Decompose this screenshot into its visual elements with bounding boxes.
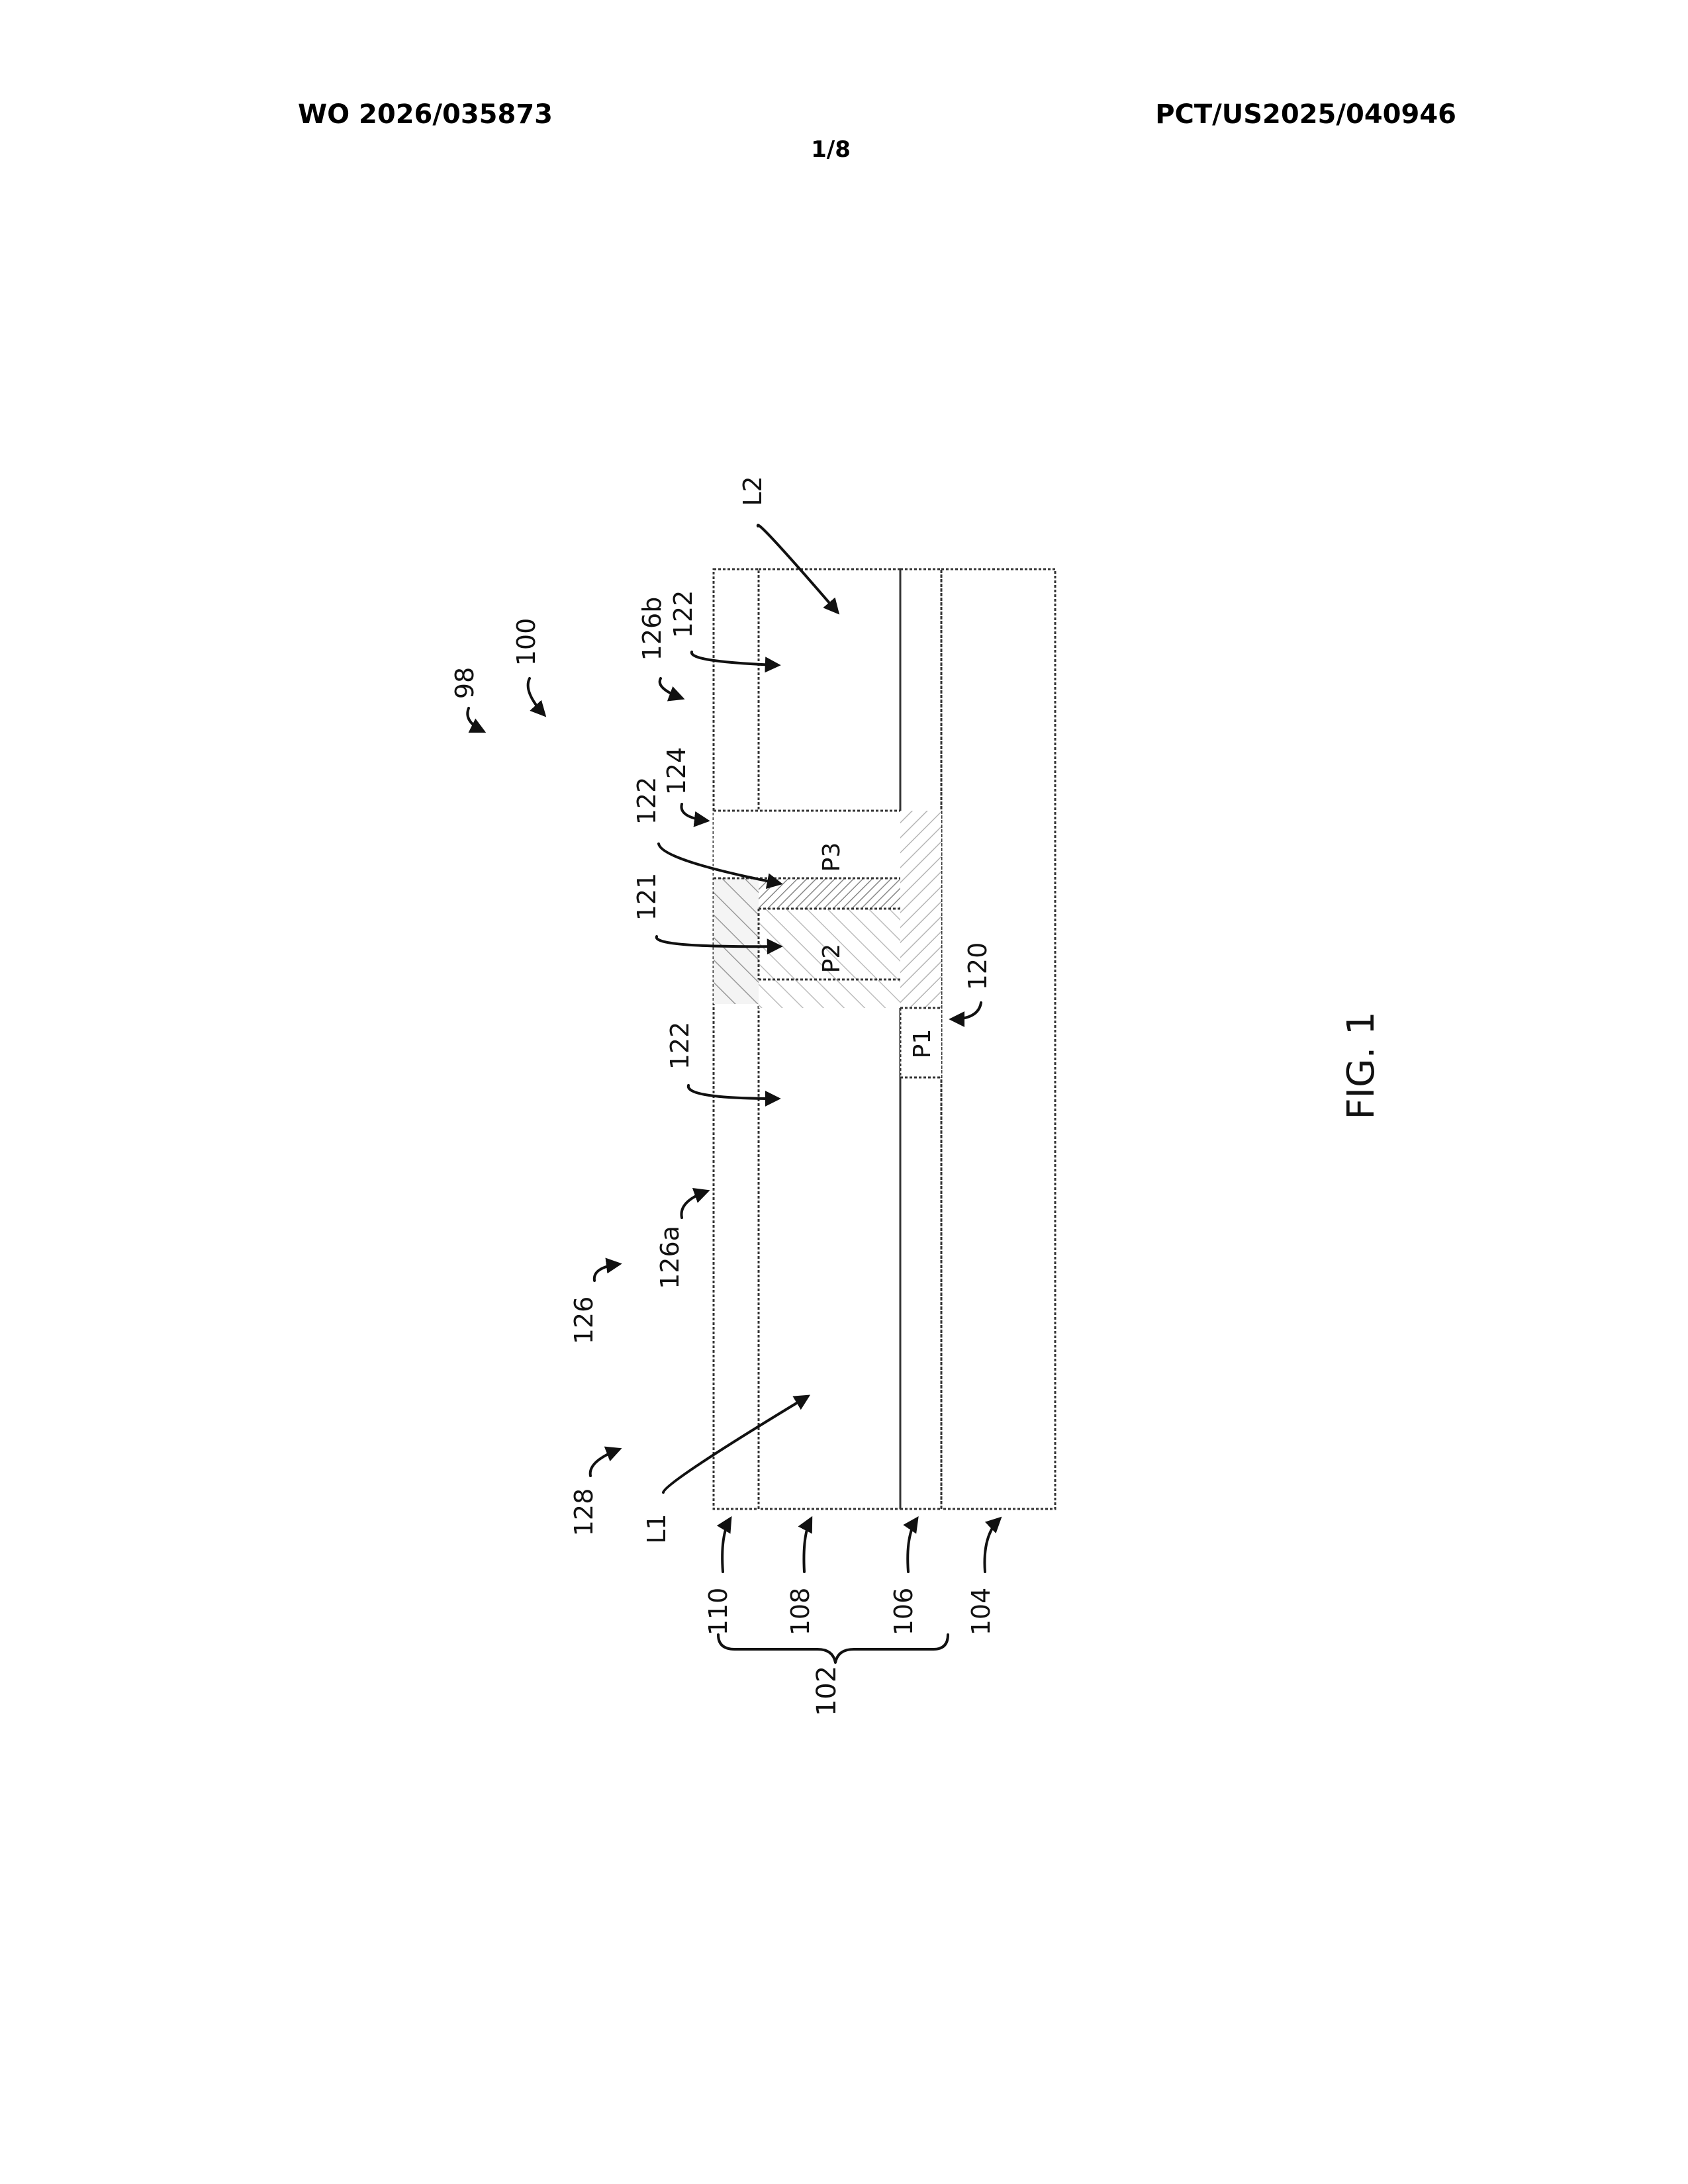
ref-102: 102 — [812, 1666, 842, 1716]
arrow-110 — [722, 1519, 730, 1572]
layer-106-in-scribe — [900, 811, 941, 1008]
arrow-122-low — [688, 1085, 778, 1099]
layer-110 — [714, 569, 759, 1509]
ref-120: 120 — [963, 942, 992, 991]
brace-102 — [718, 1635, 948, 1662]
label-P3: P3 — [818, 842, 845, 872]
scribe-p3 — [714, 811, 900, 878]
application-number: PCT/US2025/040946 — [1155, 99, 1456, 130]
arrow-126 — [594, 1264, 619, 1281]
label-P2: P2 — [818, 944, 845, 974]
ref-122-low: 122 — [665, 1022, 694, 1070]
ref-106: 106 — [889, 1588, 918, 1636]
layer-108 — [759, 569, 900, 1509]
substrate-104 — [941, 569, 1055, 1509]
ref-98: 98 — [450, 667, 479, 699]
arrow-126a — [681, 1191, 707, 1218]
ref-L2: L2 — [738, 476, 767, 506]
ref-100: 100 — [512, 618, 541, 666]
arrow-100 — [528, 678, 544, 715]
ref-126a: 126a — [655, 1226, 684, 1289]
device-stack — [714, 569, 1055, 1509]
ref-104: 104 — [966, 1588, 996, 1636]
arrow-122-top — [692, 652, 778, 665]
arrow-104 — [984, 1519, 1000, 1572]
arrow-124 — [681, 804, 707, 821]
figure-caption: FIG. 1 — [1340, 1011, 1383, 1119]
label-P1: P1 — [909, 1029, 936, 1059]
ref-L1: L1 — [642, 1514, 671, 1543]
arrow-108 — [804, 1519, 811, 1572]
ref-122-mid: 122 — [632, 777, 661, 825]
arrow-120 — [952, 1003, 981, 1019]
ref-126b: 126b — [637, 597, 667, 661]
ref-108: 108 — [786, 1588, 815, 1636]
arrow-L1 — [663, 1396, 808, 1492]
ref-110: 110 — [704, 1588, 733, 1636]
arrow-98 — [467, 708, 483, 731]
layer-110-segment — [714, 878, 759, 1004]
publication-number: WO 2026/035873 — [298, 99, 553, 130]
ref-124: 124 — [662, 747, 691, 796]
ref-126: 126 — [569, 1297, 598, 1345]
arrow-126b — [660, 678, 682, 698]
arrow-128 — [590, 1449, 619, 1476]
arrow-106 — [908, 1519, 917, 1572]
ref-122-top: 122 — [669, 590, 698, 639]
sheet-number: 1/8 — [811, 136, 851, 163]
ref-128: 128 — [569, 1488, 598, 1537]
ref-121: 121 — [632, 873, 661, 921]
